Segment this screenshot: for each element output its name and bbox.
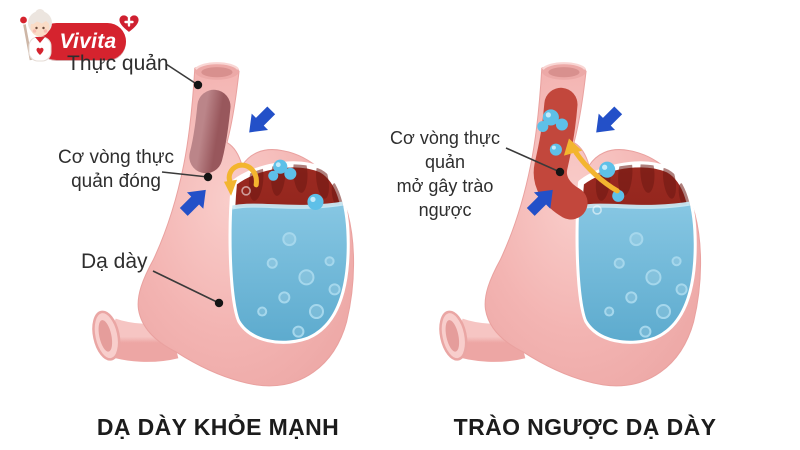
reflux-up-arrow-icon [563,138,620,194]
healthy-stomach-illustration [92,62,357,387]
brand-name: Vivita [59,29,117,53]
label-sphincter-open-line1: Cơ vòng thực quản [390,128,500,172]
vivita-logo: Vivita [14,6,144,66]
heart-plus-icon [117,13,141,35]
label-stomach: Dạ dày [81,250,148,273]
pointer-line-stomach [152,270,220,304]
gastric-acid [578,202,694,341]
sphincter-closed-arrow-icon [223,162,259,196]
pointer-line-sphincter-closed [161,171,209,178]
reflux-bubbles [537,109,625,215]
esophagus-interior-closed [189,89,231,174]
pointer-line-sphincter-open [505,147,561,173]
label-sphincter-closed-line2: quản đóng [71,171,161,192]
stomach-interior-cutaway [222,152,357,354]
acid-surface-highlight [231,199,347,212]
acid-bubbles [604,232,688,338]
pointer-lines [152,63,561,304]
caption-healthy-stomach: DẠ DÀY KHỎE MẠNH [96,414,340,440]
esophagus-opening [194,62,240,80]
label-esophagus: Thực quản [67,52,169,75]
esophagus-opening [541,62,587,80]
logo-badge: Vivita [38,23,126,60]
reflux-stomach-illustration [439,62,704,387]
caption-reflux-stomach: TRÀO NGƯỢC DẠ DÀY [453,414,717,440]
gastric-acid [231,202,347,341]
pointer-line-esophagus [165,63,199,86]
food-bubbles [241,159,324,210]
stomach-interior-cutaway [569,152,704,354]
label-sphincter-open: Cơ vòng thực quản mở gây trào ngược [370,126,520,222]
label-sphincter-closed: Cơ vòng thực quản đóng [58,146,174,194]
acid-bubbles [257,232,341,338]
mascot-icon [18,9,52,62]
label-sphincter-closed-line1: Cơ vòng thực [58,147,175,168]
label-sphincter-open-line2: mở gây trào ngược [396,176,494,220]
pointer-dots [193,80,565,308]
